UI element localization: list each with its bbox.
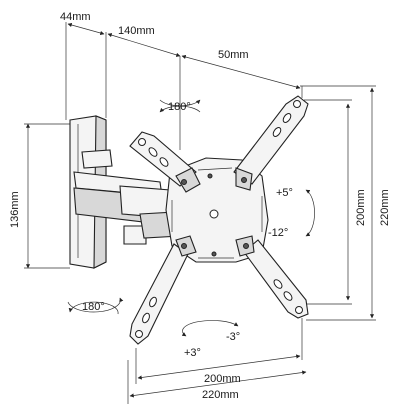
- dim-wall-plate-height: 136mm: [9, 191, 21, 228]
- angle-rotate-minus: -3°: [226, 331, 240, 343]
- angle-rotate-plus: +3°: [184, 347, 201, 359]
- dim-vesa-inner-vertical: 200mm: [355, 189, 367, 226]
- dim-arm-length: 140mm: [118, 25, 155, 37]
- dim-vesa-outer-vertical: 220mm: [379, 189, 391, 226]
- dim-plate-offset: 50mm: [218, 49, 249, 61]
- angle-swivel-bottom: 180°: [82, 301, 105, 313]
- dim-vesa-inner-horizontal: 200mm: [204, 373, 241, 385]
- dimension-lines: [24, 22, 376, 404]
- mounting-holes: [135, 100, 303, 338]
- angle-tilt-up: +5°: [276, 187, 293, 199]
- angle-swivel-top: 180°: [168, 101, 191, 113]
- dim-vesa-outer-horizontal: 220mm: [202, 389, 239, 401]
- dim-wall-depth: 44mm: [60, 11, 91, 23]
- angle-tilt-down: -12°: [268, 227, 288, 239]
- rotation-arrows: [67, 99, 315, 337]
